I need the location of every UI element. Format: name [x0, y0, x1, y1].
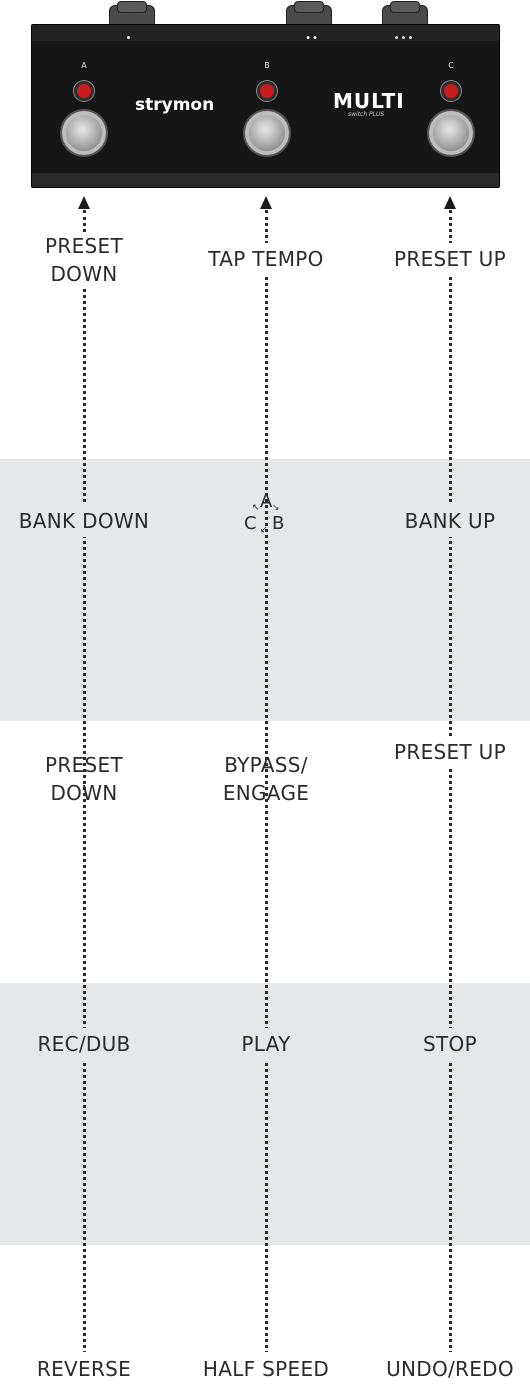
- row4-switch-b-label: PLAY: [241, 1032, 291, 1056]
- pedal-body: • •• ••• A B C strymon MULTI switch PLUS: [31, 24, 500, 188]
- model-logo: MULTI: [333, 89, 405, 113]
- arrow-up-icon: [444, 196, 456, 209]
- switch-a-led: [74, 81, 94, 101]
- switch-a-dots: •: [125, 33, 133, 44]
- footswitch-c: [429, 111, 473, 155]
- arrow-up-icon: [260, 196, 272, 209]
- dotted-line-c: [449, 210, 452, 1367]
- row3-switch-b-label: BYPASS/ENGAGE: [222, 753, 310, 805]
- cycle-abc-icon: A C B ↖ ↘ ↙: [244, 491, 285, 535]
- row2-switch-c-label: BANK UP: [404, 509, 496, 533]
- footswitch-a: [62, 111, 106, 155]
- switch-b-dots: ••: [305, 33, 319, 44]
- row2-switch-a-label: BANK DOWN: [18, 509, 150, 533]
- switch-c-led: [441, 81, 461, 101]
- switch-a-letter: A: [81, 61, 87, 70]
- row4-switch-a-label: REC/DUB: [37, 1032, 131, 1056]
- footswitch-b: [245, 111, 289, 155]
- row4-switch-c-label: STOP: [423, 1032, 477, 1056]
- multiswitch-pedal: • •• ••• A B C strymon MULTI switch PLUS: [31, 0, 500, 188]
- row1-switch-b-label: TAP TEMPO: [208, 247, 324, 271]
- row5-switch-b-label: HALF SPEED: [202, 1357, 330, 1381]
- row5-switch-a-label: REVERSE: [36, 1357, 132, 1381]
- model-sublogo: switch PLUS: [348, 111, 385, 118]
- switch-b-led: [257, 81, 277, 101]
- arrow-up-icon: [78, 196, 90, 209]
- row1-switch-c-label: PRESET UP: [394, 247, 506, 271]
- row3-switch-c-label: PRESET UP: [394, 740, 506, 764]
- switch-c-letter: C: [448, 61, 454, 70]
- dotted-line-b: [265, 210, 268, 1367]
- switch-b-letter: B: [264, 61, 270, 70]
- switch-c-dots: •••: [393, 33, 415, 44]
- brand-logo: strymon: [135, 95, 215, 115]
- row5-switch-c-label: UNDO/REDO: [386, 1357, 514, 1381]
- dotted-line-a: [83, 210, 86, 1367]
